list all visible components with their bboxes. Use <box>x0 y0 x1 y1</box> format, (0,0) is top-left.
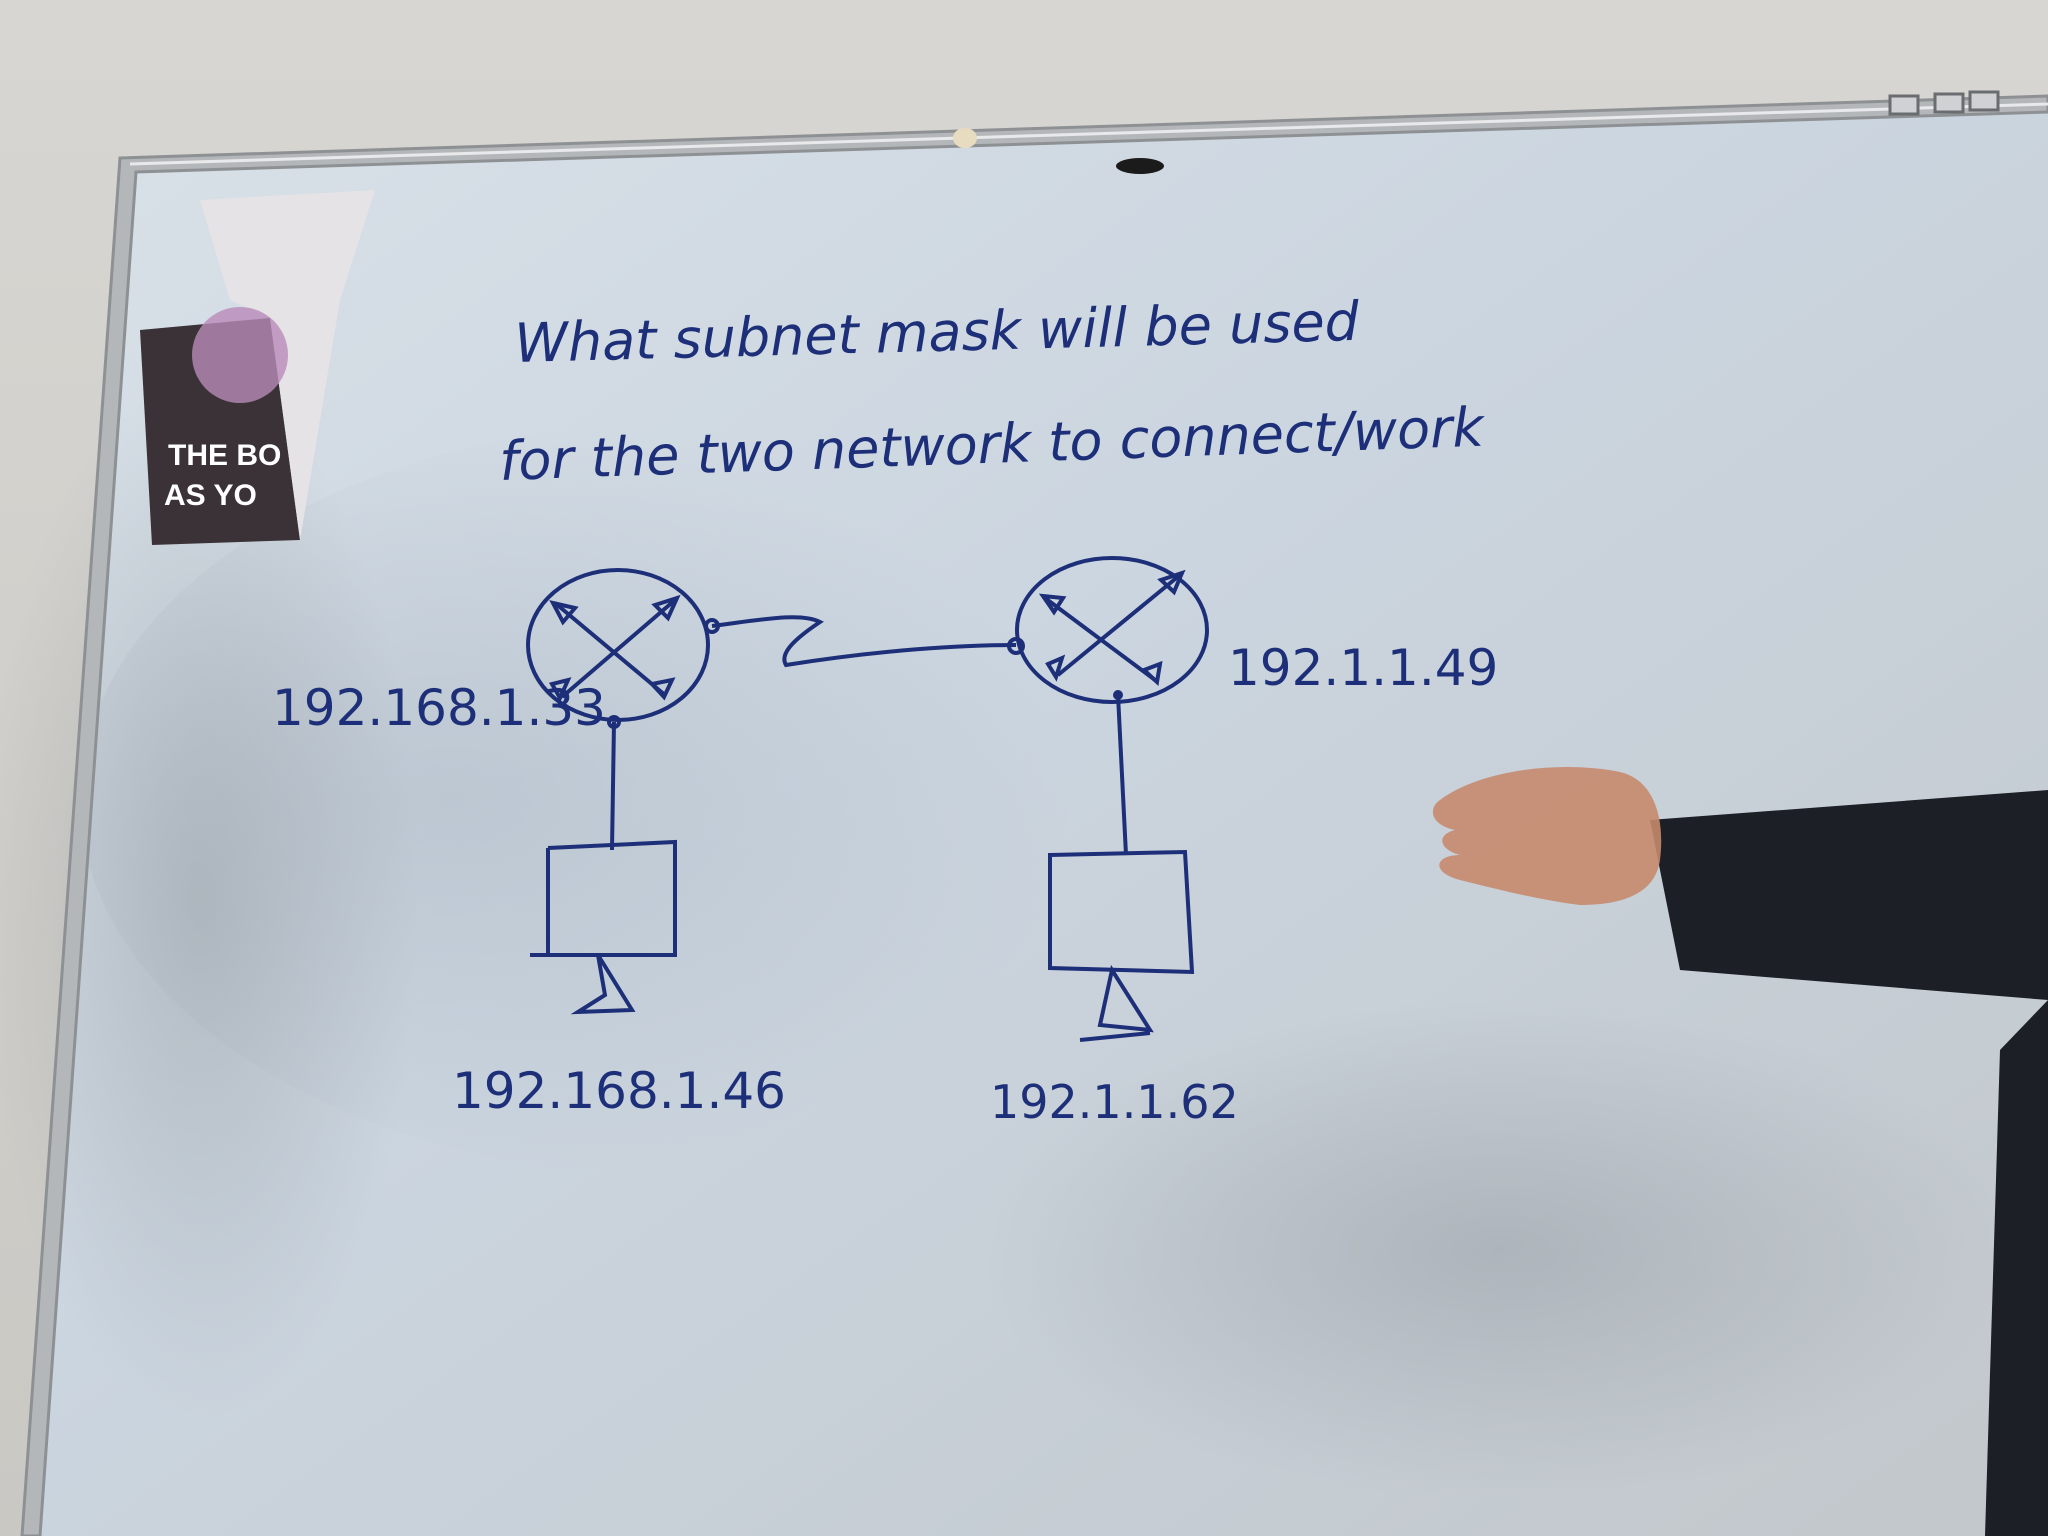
poster: THE BO AS YO <box>140 190 375 545</box>
board-smudge <box>980 1000 2020 1500</box>
pc-right-ip-label: 192.1.1.62 <box>990 1075 1239 1129</box>
marker-tray <box>953 90 2000 174</box>
poster-text-line2: AS YO <box>164 479 257 512</box>
link-router-left-pc-left <box>610 721 616 851</box>
router-right-port <box>1007 637 1025 655</box>
computer-right-icon <box>1048 849 1195 1042</box>
board-frame-edge <box>129 102 2048 166</box>
router-right-lan-port <box>1113 690 1123 700</box>
poster-text-line1: THE BO <box>168 439 281 472</box>
board-frame <box>20 94 2048 1536</box>
router-left-lan-port <box>607 715 621 729</box>
presenter-arm <box>1432 767 2048 1536</box>
computer-left-icon <box>530 839 677 1015</box>
router-left-ip-label: 192.168.1.33 <box>272 679 606 737</box>
board-smudge <box>0 380 420 1420</box>
serial-link <box>711 615 1017 668</box>
router-right-icon <box>1015 556 1209 704</box>
pc-left-ip-label: 192.168.1.46 <box>452 1062 786 1120</box>
router-left-port <box>704 618 720 634</box>
router-right-ip-label: 192.1.1.49 <box>1228 639 1498 697</box>
link-router-right-pc-right <box>1116 694 1128 856</box>
